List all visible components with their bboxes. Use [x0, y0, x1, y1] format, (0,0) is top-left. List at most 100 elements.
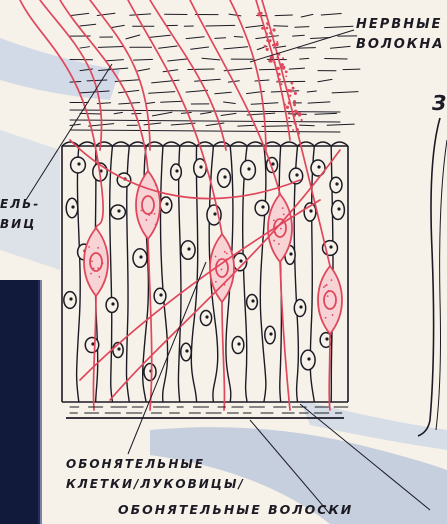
label-nerve-fibers-line1: НЕРВНЫЕ: [356, 18, 442, 33]
tissue-dash: [147, 102, 155, 103]
label-left-cut-line2: ВИЦ: [0, 218, 36, 232]
tissue-dash: [186, 37, 204, 39]
cytoplasm-dot: [323, 286, 325, 288]
tissue-line: [70, 120, 340, 122]
tissue-dash: [149, 35, 170, 37]
nerve-fiber: [329, 334, 330, 410]
tissue-dash: [114, 112, 122, 113]
nerve-dot: [299, 113, 302, 116]
nerve-dot: [293, 104, 296, 107]
tissue-dash: [262, 126, 291, 127]
tissue-dash: [80, 24, 96, 26]
cytoplasm-dot: [215, 256, 217, 258]
tissue-dash: [330, 46, 350, 48]
nerve-dot: [275, 67, 278, 70]
cytoplasm-dot: [99, 276, 101, 278]
nucleolus: [111, 302, 114, 305]
nucleolus: [213, 212, 216, 215]
tissue-dash: [221, 113, 236, 115]
nerve-dot: [272, 28, 275, 31]
tissue-dash: [289, 68, 304, 69]
cell-wall: [77, 146, 81, 402]
dark-panel: [0, 280, 40, 524]
tissue-dash: [255, 80, 269, 81]
cell-wall: [260, 146, 266, 402]
nerve-dot: [265, 36, 267, 38]
nerve-dot: [289, 95, 291, 97]
tissue-dash: [224, 47, 248, 49]
cytoplasm-dot: [273, 220, 275, 222]
tissue-dash: [202, 58, 220, 60]
tissue-dash: [201, 112, 211, 114]
tissue-dash: [327, 124, 354, 125]
tissue-dash: [301, 14, 313, 17]
cytoplasm-dot: [91, 260, 93, 262]
nucleolus: [261, 205, 264, 208]
nerve-dot: [283, 66, 285, 68]
nucleolus: [247, 167, 250, 170]
nucleolus: [239, 259, 242, 262]
nerve-dot: [261, 27, 263, 29]
cytoplasm-dot: [280, 228, 282, 230]
nerve-dot: [257, 12, 259, 14]
nerve-dot: [266, 48, 269, 51]
nucleolus: [117, 347, 120, 350]
nerve-dot: [280, 83, 282, 85]
nucleolus: [325, 337, 328, 340]
nerve-dot: [289, 89, 292, 92]
tissue-dash: [134, 59, 153, 60]
tissue-dash: [70, 124, 80, 125]
nerve-dot: [296, 128, 299, 131]
cytoplasm-dot: [97, 247, 99, 249]
tissue-dash: [149, 92, 175, 94]
tissue-dash: [251, 103, 278, 105]
tissue-dash: [307, 91, 316, 92]
cytoplasm-dot: [325, 317, 327, 319]
nerve-dot: [276, 41, 278, 43]
tissue-dash: [159, 46, 178, 48]
nerve-dot: [297, 132, 300, 135]
nucleolus: [237, 342, 240, 345]
olfactory-cell-body: [84, 228, 108, 296]
cytoplasm-dot: [278, 243, 280, 245]
nerve-fiber: [150, 0, 226, 150]
nucleolus: [199, 165, 202, 168]
leader-cells: [128, 262, 206, 454]
tissue-dash: [161, 101, 183, 102]
nerve-fiber: [148, 239, 152, 410]
tissue-dash: [332, 92, 358, 93]
nerve-dot: [288, 112, 290, 114]
tissue-dash: [224, 102, 236, 104]
nerve-fiber: [222, 302, 225, 410]
tissue-dash: [152, 112, 172, 116]
nerve-dot: [294, 110, 297, 113]
tissue-dash: [300, 58, 309, 59]
nerve-dot: [276, 57, 278, 59]
nerve-dot: [264, 45, 267, 48]
nerve-dot: [277, 80, 279, 82]
tissue-dash: [318, 79, 332, 81]
tissue-dash: [80, 47, 89, 48]
nerve-dot: [294, 92, 297, 95]
label-olfactory-hairs: ОБОНЯТЕЛЬНЫЕ ВОЛОСКИ: [118, 503, 353, 517]
cytoplasm-dot: [215, 281, 217, 283]
cytoplasm-dot: [224, 251, 226, 253]
nucleolus: [117, 209, 120, 212]
nerve-dot: [292, 87, 295, 90]
olfactory-cell-body: [136, 171, 160, 239]
tissue-dash: [295, 27, 309, 28]
tissue-dash: [246, 25, 264, 27]
tissue-line: [70, 110, 340, 112]
tissue-dash: [130, 14, 151, 15]
cytoplasm-dot: [141, 210, 143, 212]
nucleolus: [307, 357, 310, 360]
nucleolus: [335, 182, 338, 185]
nerve-dot: [284, 104, 286, 106]
cytoplasm-dot: [332, 314, 334, 316]
nucleolus: [77, 162, 80, 165]
nerve-dot: [293, 100, 296, 103]
nucleolus: [139, 255, 142, 258]
tissue-dash: [111, 25, 124, 27]
tissue-dash: [191, 47, 209, 49]
